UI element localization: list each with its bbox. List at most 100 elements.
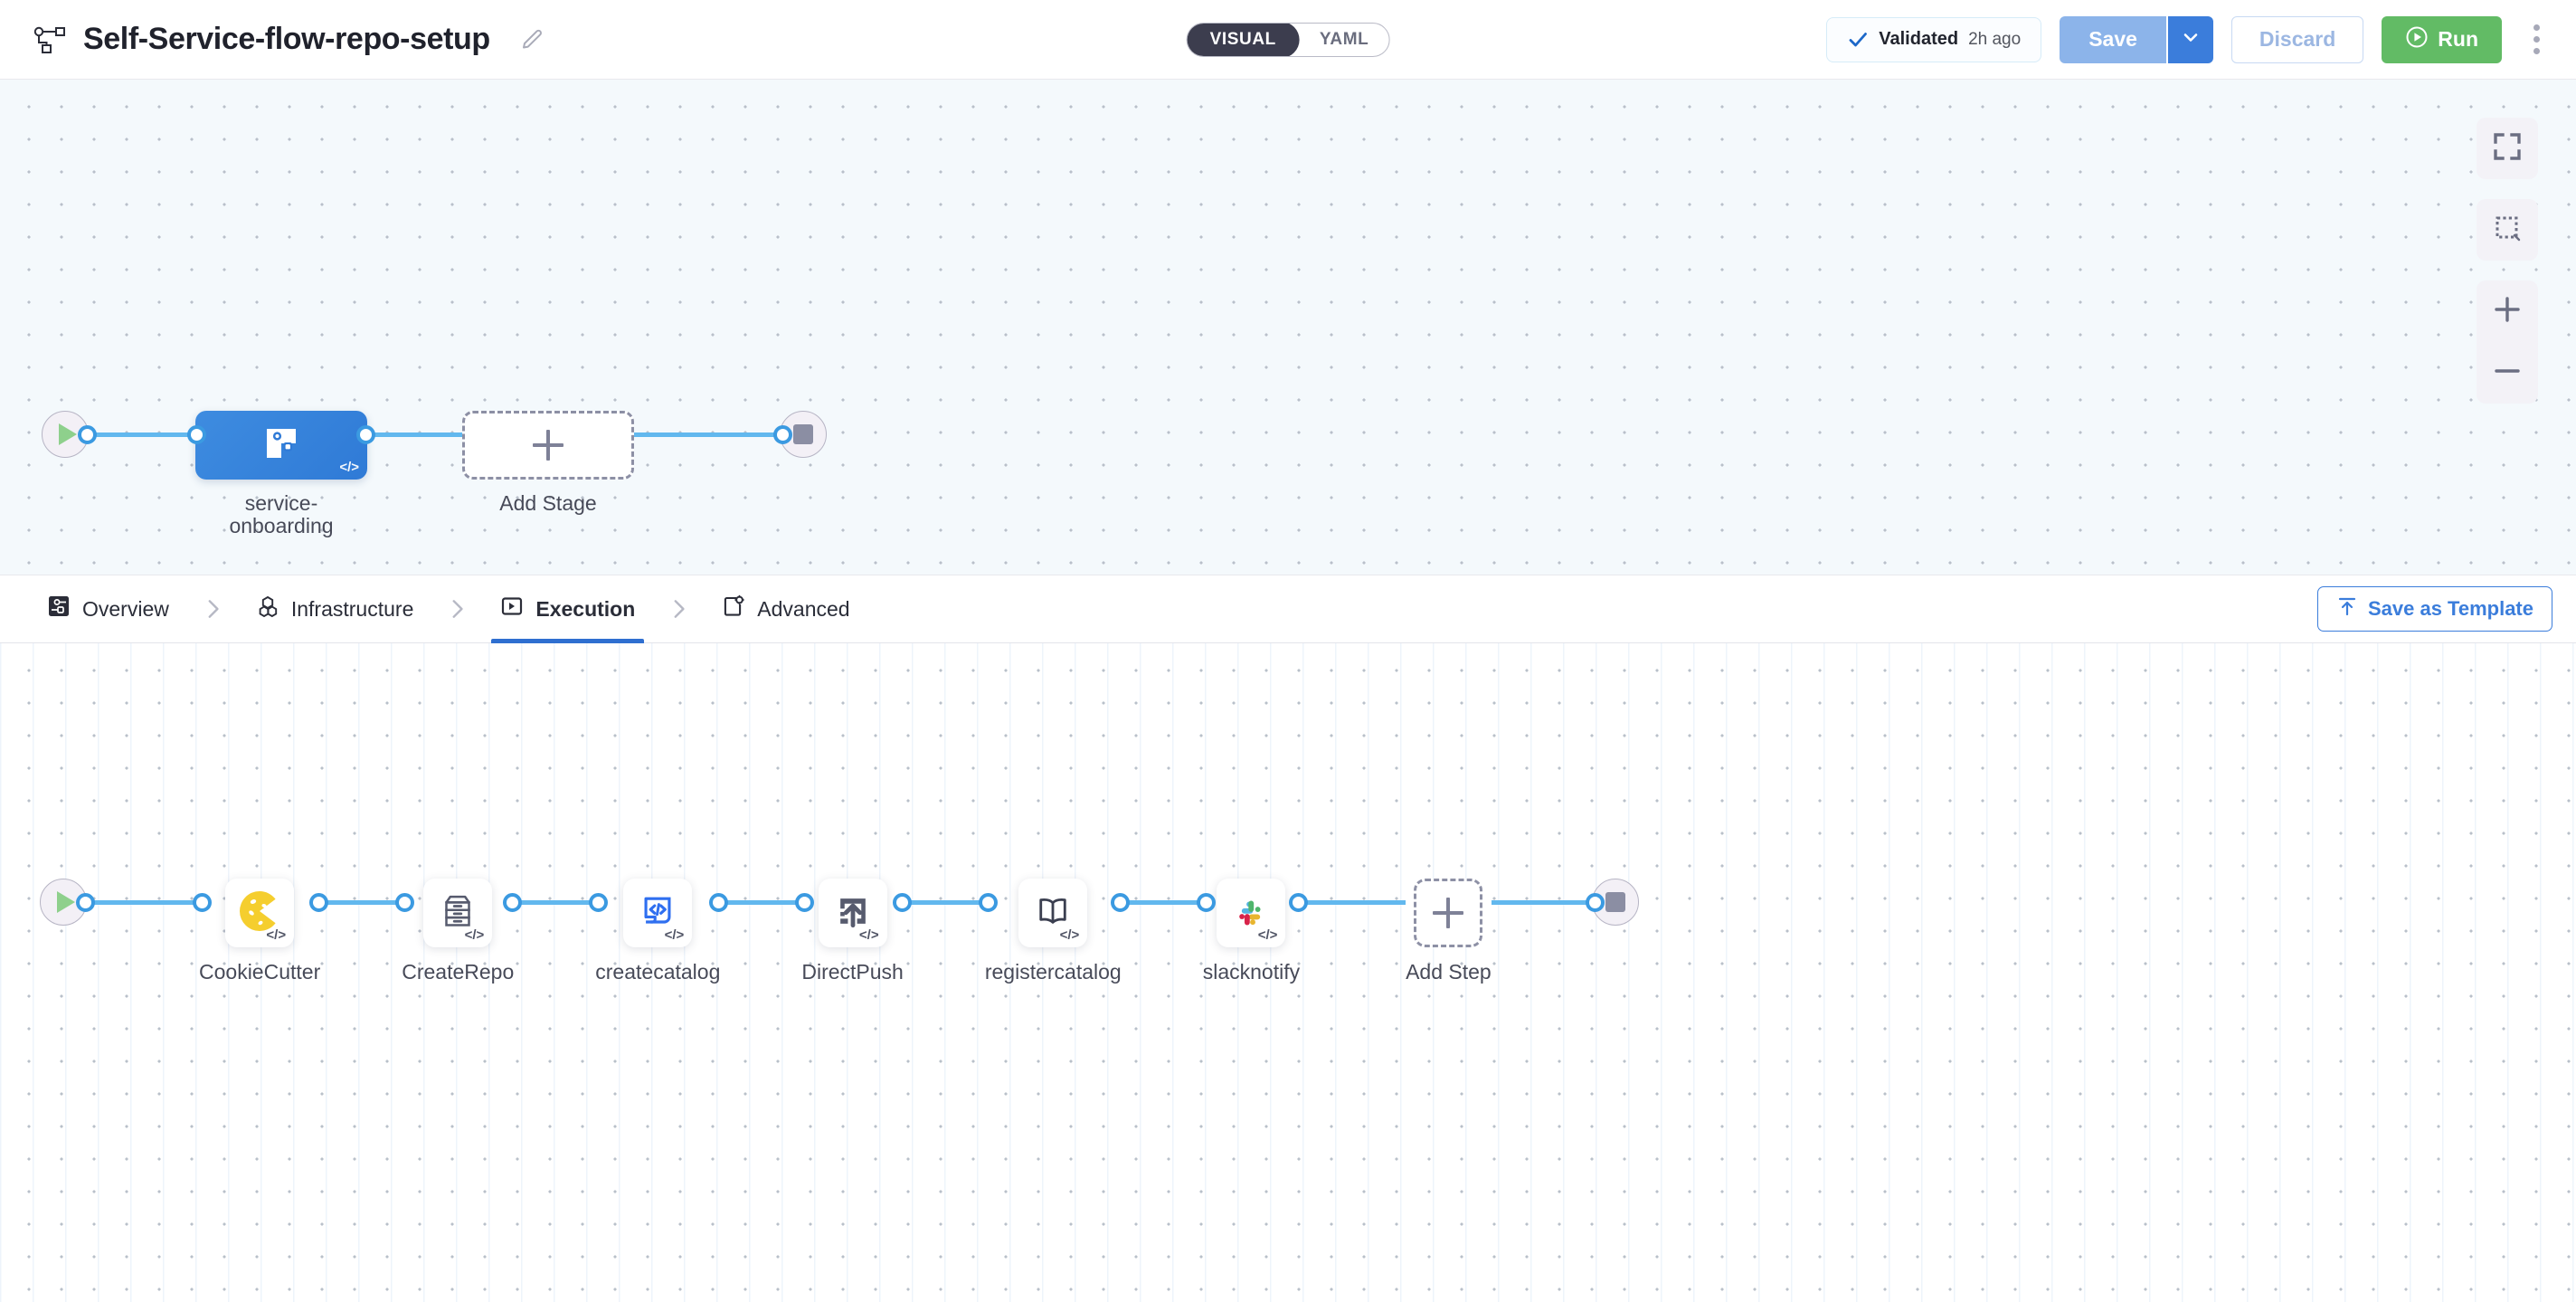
header-right-group: Validated 2h ago Save Discard Run (1826, 15, 2552, 63)
connector-dot[interactable] (76, 893, 95, 912)
connector-dot[interactable] (709, 893, 729, 912)
save-as-template-label: Save as Template (2367, 597, 2533, 620)
connector-dot[interactable] (892, 893, 912, 912)
connector-dot[interactable] (1289, 893, 1309, 912)
connector-dot[interactable] (1196, 893, 1216, 912)
step-node-card[interactable]: </> (623, 879, 693, 947)
tab-overview[interactable]: Overview (38, 575, 178, 642)
edge-line (518, 900, 593, 905)
step-node-registercatalog[interactable]: </> registercatalog (985, 879, 1122, 984)
step-node-label: registercatalog (984, 960, 1122, 984)
edge-line (1125, 900, 1200, 905)
edge-line (372, 432, 462, 437)
code-badge: </> (858, 927, 879, 943)
stage-node-card[interactable]: </> (195, 411, 367, 480)
step-node-slacknotify[interactable]: </> slacknotify (1203, 879, 1300, 984)
chevron-right-icon (644, 575, 713, 642)
add-stage-node[interactable]: Add Stage (462, 411, 634, 515)
step-node-card[interactable]: </> (1217, 879, 1286, 947)
fullscreen-icon (2492, 131, 2523, 166)
step-node-directpush[interactable]: </> DirectPush (801, 879, 904, 984)
edge-line (325, 900, 400, 905)
connector-dot[interactable] (356, 425, 375, 444)
header-left-group: Self-Service-flow-repo-setup (31, 22, 545, 57)
deployment-stage-icon (261, 423, 301, 468)
code-badge: </> (664, 927, 685, 943)
edge-line (1304, 900, 1406, 905)
chevron-right-icon (178, 575, 247, 642)
mode-option-yaml[interactable]: YAML (1319, 29, 1369, 49)
add-stage-button[interactable] (462, 411, 634, 480)
zoom-controls-group (2477, 280, 2538, 404)
connector-dot[interactable] (395, 893, 415, 912)
validated-label: Validated (1879, 29, 1959, 49)
check-icon (1847, 29, 1869, 51)
tab-execution[interactable]: Execution (491, 575, 645, 643)
kebab-menu-icon[interactable] (2520, 18, 2552, 62)
pencil-icon[interactable] (519, 27, 545, 52)
step-flow-row: </> CookieCutter </> C (40, 879, 1639, 984)
fit-to-screen-button[interactable] (2477, 118, 2538, 179)
connector-dot[interactable] (78, 425, 97, 444)
zoom-out-button[interactable] (2477, 342, 2538, 404)
step-node-card[interactable]: </> (1018, 879, 1088, 947)
mode-option-visual[interactable]: VISUAL (1187, 23, 1300, 56)
stage-node-label: service- onboarding (229, 491, 334, 537)
connector-dot[interactable] (1585, 893, 1605, 912)
step-node-label: createcatalog (595, 960, 721, 984)
discard-button[interactable]: Discard (2230, 15, 2364, 63)
app-header: Self-Service-flow-repo-setup VISUAL YAML… (0, 0, 2576, 80)
step-node-createrepo[interactable]: </> CreateRepo (402, 879, 514, 984)
code-badge: </> (266, 927, 287, 943)
step-node-cookiecutter[interactable]: </> CookieCutter (199, 879, 320, 984)
add-step-label: Add Step (1406, 960, 1492, 984)
connector-dot[interactable] (1110, 893, 1130, 912)
code-badge: </> (1059, 927, 1080, 943)
play-circle-icon (2405, 25, 2429, 54)
tab-advanced[interactable]: Advanced (713, 575, 858, 642)
code-document-icon (636, 889, 679, 937)
chevron-down-icon (2180, 26, 2202, 52)
dashed-square-icon (2492, 213, 2523, 248)
run-button[interactable]: Run (2382, 15, 2502, 63)
tab-label: Execution (535, 596, 636, 621)
push-upload-icon (831, 889, 875, 937)
edge-line (93, 432, 191, 437)
add-step-node[interactable]: Add Step (1406, 879, 1492, 984)
tab-label: Advanced (757, 596, 850, 621)
step-node-card[interactable]: </> (225, 879, 295, 947)
save-as-template-button[interactable]: Save as Template (2316, 586, 2552, 632)
edge-line (634, 432, 781, 437)
connector-dot[interactable] (187, 425, 206, 444)
slack-icon (1230, 890, 1272, 936)
pipeline-icon (31, 24, 67, 55)
step-node-label: CreateRepo (402, 960, 515, 984)
selection-box-button[interactable] (2477, 199, 2538, 261)
infrastructure-icon (256, 594, 279, 623)
tab-infrastructure[interactable]: Infrastructure (247, 575, 423, 642)
step-node-card[interactable]: </> (818, 879, 887, 947)
page-title: Self-Service-flow-repo-setup (83, 22, 490, 56)
step-node-createcatalog[interactable]: </> createcatalog (595, 879, 720, 984)
stage-node-service-onboarding[interactable]: </> service- onboarding (195, 411, 367, 537)
zoom-in-button[interactable] (2477, 280, 2538, 342)
connector-dot[interactable] (503, 893, 523, 912)
connector-dot[interactable] (589, 893, 609, 912)
plus-icon (2492, 294, 2523, 329)
advanced-icon (722, 594, 745, 623)
connector-dot[interactable] (773, 425, 792, 444)
tab-label: Infrastructure (290, 596, 414, 621)
stage-canvas[interactable]: </> service- onboarding Add Stage (0, 80, 2576, 575)
connector-dot[interactable] (309, 893, 329, 912)
step-node-card[interactable]: </> (423, 879, 493, 947)
save-button[interactable]: Save (2060, 15, 2166, 63)
add-step-button[interactable] (1414, 879, 1483, 947)
save-dropdown-button[interactable] (2165, 15, 2213, 63)
connector-dot[interactable] (978, 893, 998, 912)
mode-toggle[interactable]: VISUAL YAML (1186, 22, 1390, 57)
step-canvas[interactable]: </> CookieCutter </> C (0, 643, 2576, 1302)
code-badge: </> (1257, 927, 1278, 943)
connector-dot[interactable] (795, 893, 815, 912)
chevron-right-icon (422, 575, 491, 642)
connector-dot[interactable] (193, 893, 212, 912)
